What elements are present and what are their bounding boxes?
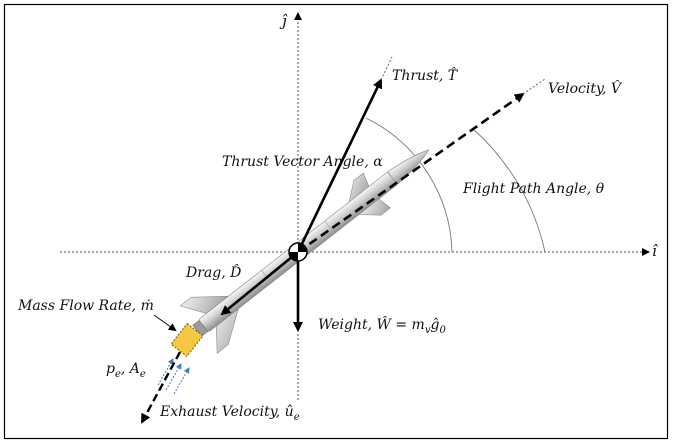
velocity-vector — [297, 92, 525, 254]
exhaust-velocity-vector — [140, 351, 182, 424]
center-of-mass-icon — [288, 242, 308, 262]
weight-label-main: Weight, Ŵ = m — [318, 315, 425, 333]
exhaust-velocity-sub: e — [294, 412, 300, 423]
drag-vector — [220, 250, 299, 316]
flow-arrow — [173, 367, 190, 395]
thrust-label: Thrust, T̂ — [392, 66, 459, 84]
thrust-extension-line — [380, 56, 393, 81]
thrust-vector-angle-label: Thrust Vector Angle, α — [222, 154, 383, 170]
weight-label-g: ĝ — [430, 316, 439, 333]
thrust-vector-angle-arc — [365, 117, 453, 253]
velocity-extension-line — [522, 78, 546, 95]
mass-flow-pointer — [153, 314, 177, 332]
exhaust-velocity-main: Exhaust Velocity, û — [159, 404, 294, 420]
weight-label-g-sub: 0 — [439, 325, 446, 336]
flight-path-angle-arc — [471, 127, 546, 253]
exhaust-velocity-label: Exhaust Velocity, ûe — [159, 404, 300, 423]
j-hat-axis-label: ĵ — [279, 12, 288, 30]
velocity-label: Velocity, V̂ — [548, 79, 623, 97]
weight-label: Weight, Ŵ = mvĝ0 — [318, 315, 446, 336]
flow-arrow — [157, 358, 174, 386]
i-hat-axis-label: î — [652, 242, 658, 260]
weight-label-mv-sub: v — [425, 325, 431, 336]
drag-label: Drag, D̂ — [185, 263, 241, 281]
exit-pressure-sub: e — [115, 369, 121, 380]
exit-pressure-area-label: pe, Ae — [106, 361, 146, 380]
exit-area-label: , A — [121, 361, 140, 377]
exit-pressure-label: p — [106, 361, 115, 377]
flight-path-angle-label: Flight Path Angle, θ — [462, 181, 605, 197]
thrust-vector — [296, 78, 383, 253]
exit-area-sub: e — [140, 369, 146, 380]
flow-arrow — [165, 363, 182, 391]
nozzle-exit-box — [170, 322, 204, 358]
mass-flow-rate-label: Mass Flow Rate, ṁ — [17, 298, 154, 314]
frame-border — [3, 3, 669, 440]
